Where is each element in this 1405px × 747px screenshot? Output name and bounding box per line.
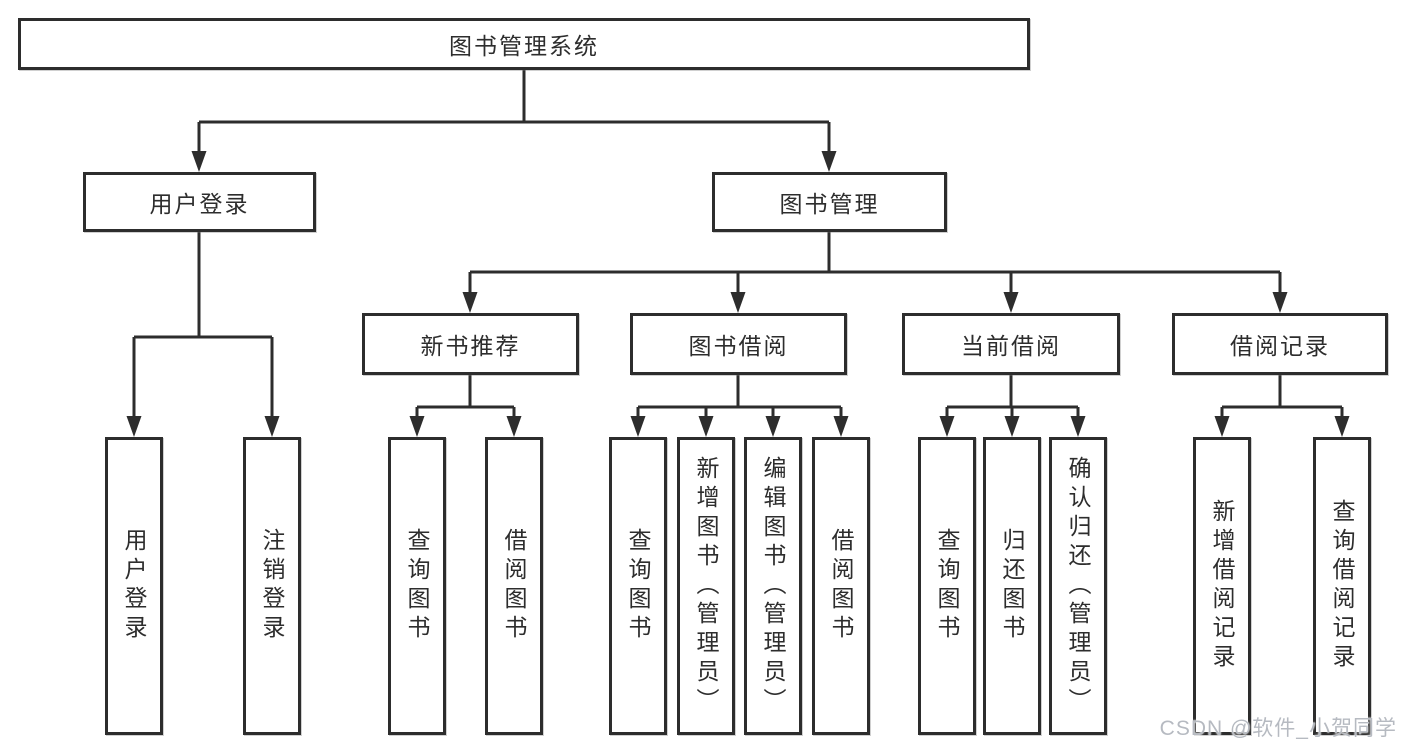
node-label: 新增借阅记录 [1209, 499, 1235, 673]
arrowhead [630, 416, 646, 437]
node-current-borrowing: 当前借阅 [902, 313, 1120, 375]
node-label: 图书管理 [779, 191, 880, 217]
node-new-book-recommendation: 新书推荐 [362, 313, 579, 375]
arrowhead [1070, 416, 1086, 437]
connectors-new-book [409, 375, 522, 437]
node-book-borrowing: 图书借阅 [630, 313, 847, 375]
watermark: CSDN @软件_小贺同学 [1159, 717, 1397, 740]
node-label: 借阅记录 [1230, 333, 1330, 359]
arrowhead [939, 416, 955, 437]
arrowhead [698, 416, 714, 437]
connectors-book-borrowing [630, 375, 849, 437]
node-label: 编辑图书（管理员） [760, 455, 786, 717]
node-label: 查询图书 [934, 528, 960, 644]
node-label: 图书管理系统 [449, 33, 599, 59]
node-borrowing-records: 借阅记录 [1172, 313, 1388, 375]
node-label: 确认归还（管理员） [1065, 455, 1091, 717]
arrowhead [409, 416, 425, 437]
arrowhead [821, 151, 837, 172]
arrowhead [126, 416, 142, 437]
node-current-query-books: 查询图书 [918, 437, 976, 735]
node-label: 归还图书 [999, 528, 1025, 644]
node-label: 用户登录 [121, 528, 147, 644]
node-label: 新书推荐 [420, 333, 521, 359]
connectors-root [191, 70, 837, 172]
node-label: 当前借阅 [961, 333, 1061, 359]
node-records-query-record: 查询借阅记录 [1313, 437, 1371, 735]
arrowhead [1334, 416, 1350, 437]
connectors-borrowing-records [1214, 375, 1350, 437]
node-borrowing-borrow-books: 借阅图书 [812, 437, 870, 735]
arrowhead [1003, 292, 1019, 313]
node-current-return-books: 归还图书 [983, 437, 1041, 735]
node-newbook-borrow-books: 借阅图书 [485, 437, 543, 735]
connectors-book-management [462, 232, 1288, 313]
connectors-user-login [126, 232, 280, 437]
connectors-current-borrowing [939, 375, 1086, 437]
node-user-login-branch: 用户登录 [83, 172, 316, 232]
node-label: 新增图书（管理员） [693, 455, 719, 717]
node-borrowing-add-books-admin: 新增图书（管理员） [677, 437, 735, 735]
arrowhead [264, 416, 280, 437]
node-label: 用户登录 [149, 191, 250, 217]
arrowhead [1004, 416, 1020, 437]
node-label: 借阅图书 [501, 528, 527, 644]
arrowhead [765, 416, 781, 437]
node-newbook-query-books: 查询图书 [388, 437, 446, 735]
node-borrowing-query-books: 查询图书 [609, 437, 667, 735]
node-label: 查询借阅记录 [1329, 499, 1355, 673]
node-records-add-record: 新增借阅记录 [1193, 437, 1251, 735]
arrowhead [506, 416, 522, 437]
node-label: 借阅图书 [828, 528, 854, 644]
arrowhead [191, 151, 207, 172]
node-label: 查询图书 [404, 528, 430, 644]
node-book-management: 图书管理 [712, 172, 947, 232]
arrowhead [833, 416, 849, 437]
node-label: 注销登录 [259, 528, 285, 644]
node-label: 查询图书 [625, 528, 651, 644]
arrowhead [1272, 292, 1288, 313]
node-borrowing-edit-books-admin: 编辑图书（管理员） [744, 437, 802, 735]
arrowhead [1214, 416, 1230, 437]
node-logout: 注销登录 [243, 437, 301, 735]
node-label: 图书借阅 [688, 333, 789, 359]
node-root: 图书管理系统 [18, 18, 1030, 70]
node-current-confirm-return-admin: 确认归还（管理员） [1049, 437, 1107, 735]
node-user-login-leaf: 用户登录 [105, 437, 163, 735]
arrowhead [462, 292, 478, 313]
arrowhead [730, 292, 746, 313]
